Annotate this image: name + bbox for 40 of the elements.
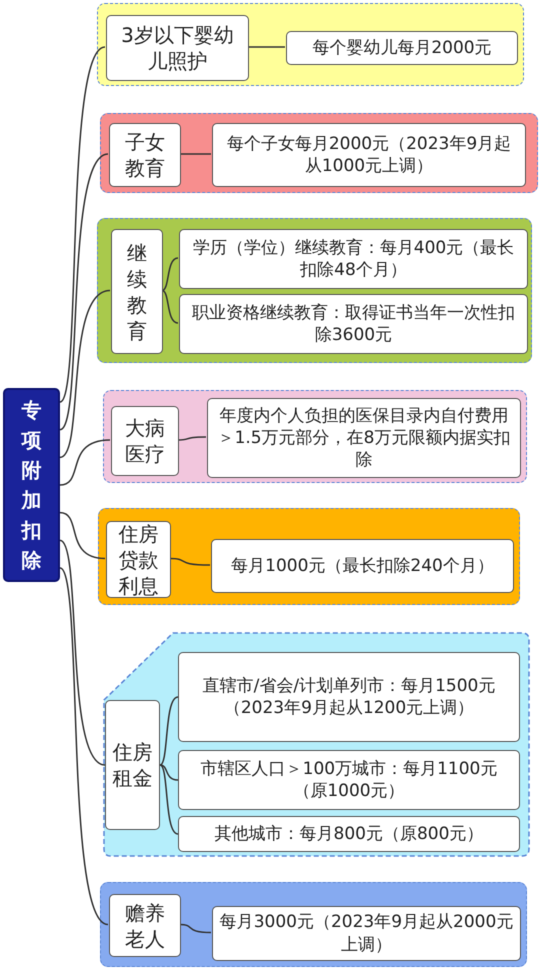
connector-line <box>180 924 212 934</box>
dashed-panel <box>103 390 527 483</box>
dashed-panel <box>98 508 520 605</box>
dashed-panel <box>97 218 532 363</box>
detail-box: 每月1000元（最长扣除240个月） <box>211 539 514 593</box>
connector-line <box>160 764 178 781</box>
detail-box: 其他城市：每月800元（原800元） <box>178 816 520 852</box>
connector-line <box>180 153 211 155</box>
connector-line <box>59 568 108 926</box>
detail-box: 职业资格继续教育：取得证书当年一次性扣除3600元 <box>179 294 528 354</box>
connector-line <box>248 46 285 48</box>
category-box: 大病医疗 <box>111 406 179 476</box>
connector-line <box>59 46 106 402</box>
dashed-panel <box>100 113 538 193</box>
dashed-panel <box>100 882 527 967</box>
detail-box: 学历（学位）继续教育：每月400元（最长扣除48个月） <box>179 229 528 289</box>
connector-line <box>60 439 110 486</box>
detail-box: 每月3000元（2023年9月起从2000元上调） <box>212 906 521 961</box>
connector-line <box>59 153 108 430</box>
connector-line <box>60 540 106 766</box>
category-box: 继续教育 <box>111 229 163 354</box>
detail-box: 直辖市/省会/计划单列市：每月1500元（2023年9月起从1200元上调） <box>178 652 520 742</box>
category-box: 住房租金 <box>105 700 160 830</box>
connector-line <box>60 512 106 560</box>
connector-line <box>160 764 178 835</box>
category-box: 赡养老人 <box>109 894 181 957</box>
connector-line <box>178 436 206 441</box>
detail-box: 每个子女每月2000元（2023年9月起从1000元上调） <box>212 123 526 187</box>
detail-box: 年度内个人负担的医保目录内自付费用＞1.5万元部分，在8万元限额内据实扣除 <box>207 398 521 478</box>
connector-line <box>160 696 178 766</box>
dashed-panel <box>97 3 524 86</box>
category-box: 3岁以下婴幼儿照护 <box>106 15 249 81</box>
connector-line <box>170 558 210 566</box>
detail-box: 市辖区人口＞100万城市：每月1100元（原1000元） <box>178 750 520 810</box>
connector-line <box>162 290 178 324</box>
topic-box: 专项附加扣除 <box>3 388 60 582</box>
category-box: 子女教育 <box>109 123 181 187</box>
connector-line <box>162 257 178 292</box>
category-box: 住房贷款利息 <box>106 521 171 598</box>
detail-box: 每个婴幼儿每月2000元 <box>286 31 518 65</box>
